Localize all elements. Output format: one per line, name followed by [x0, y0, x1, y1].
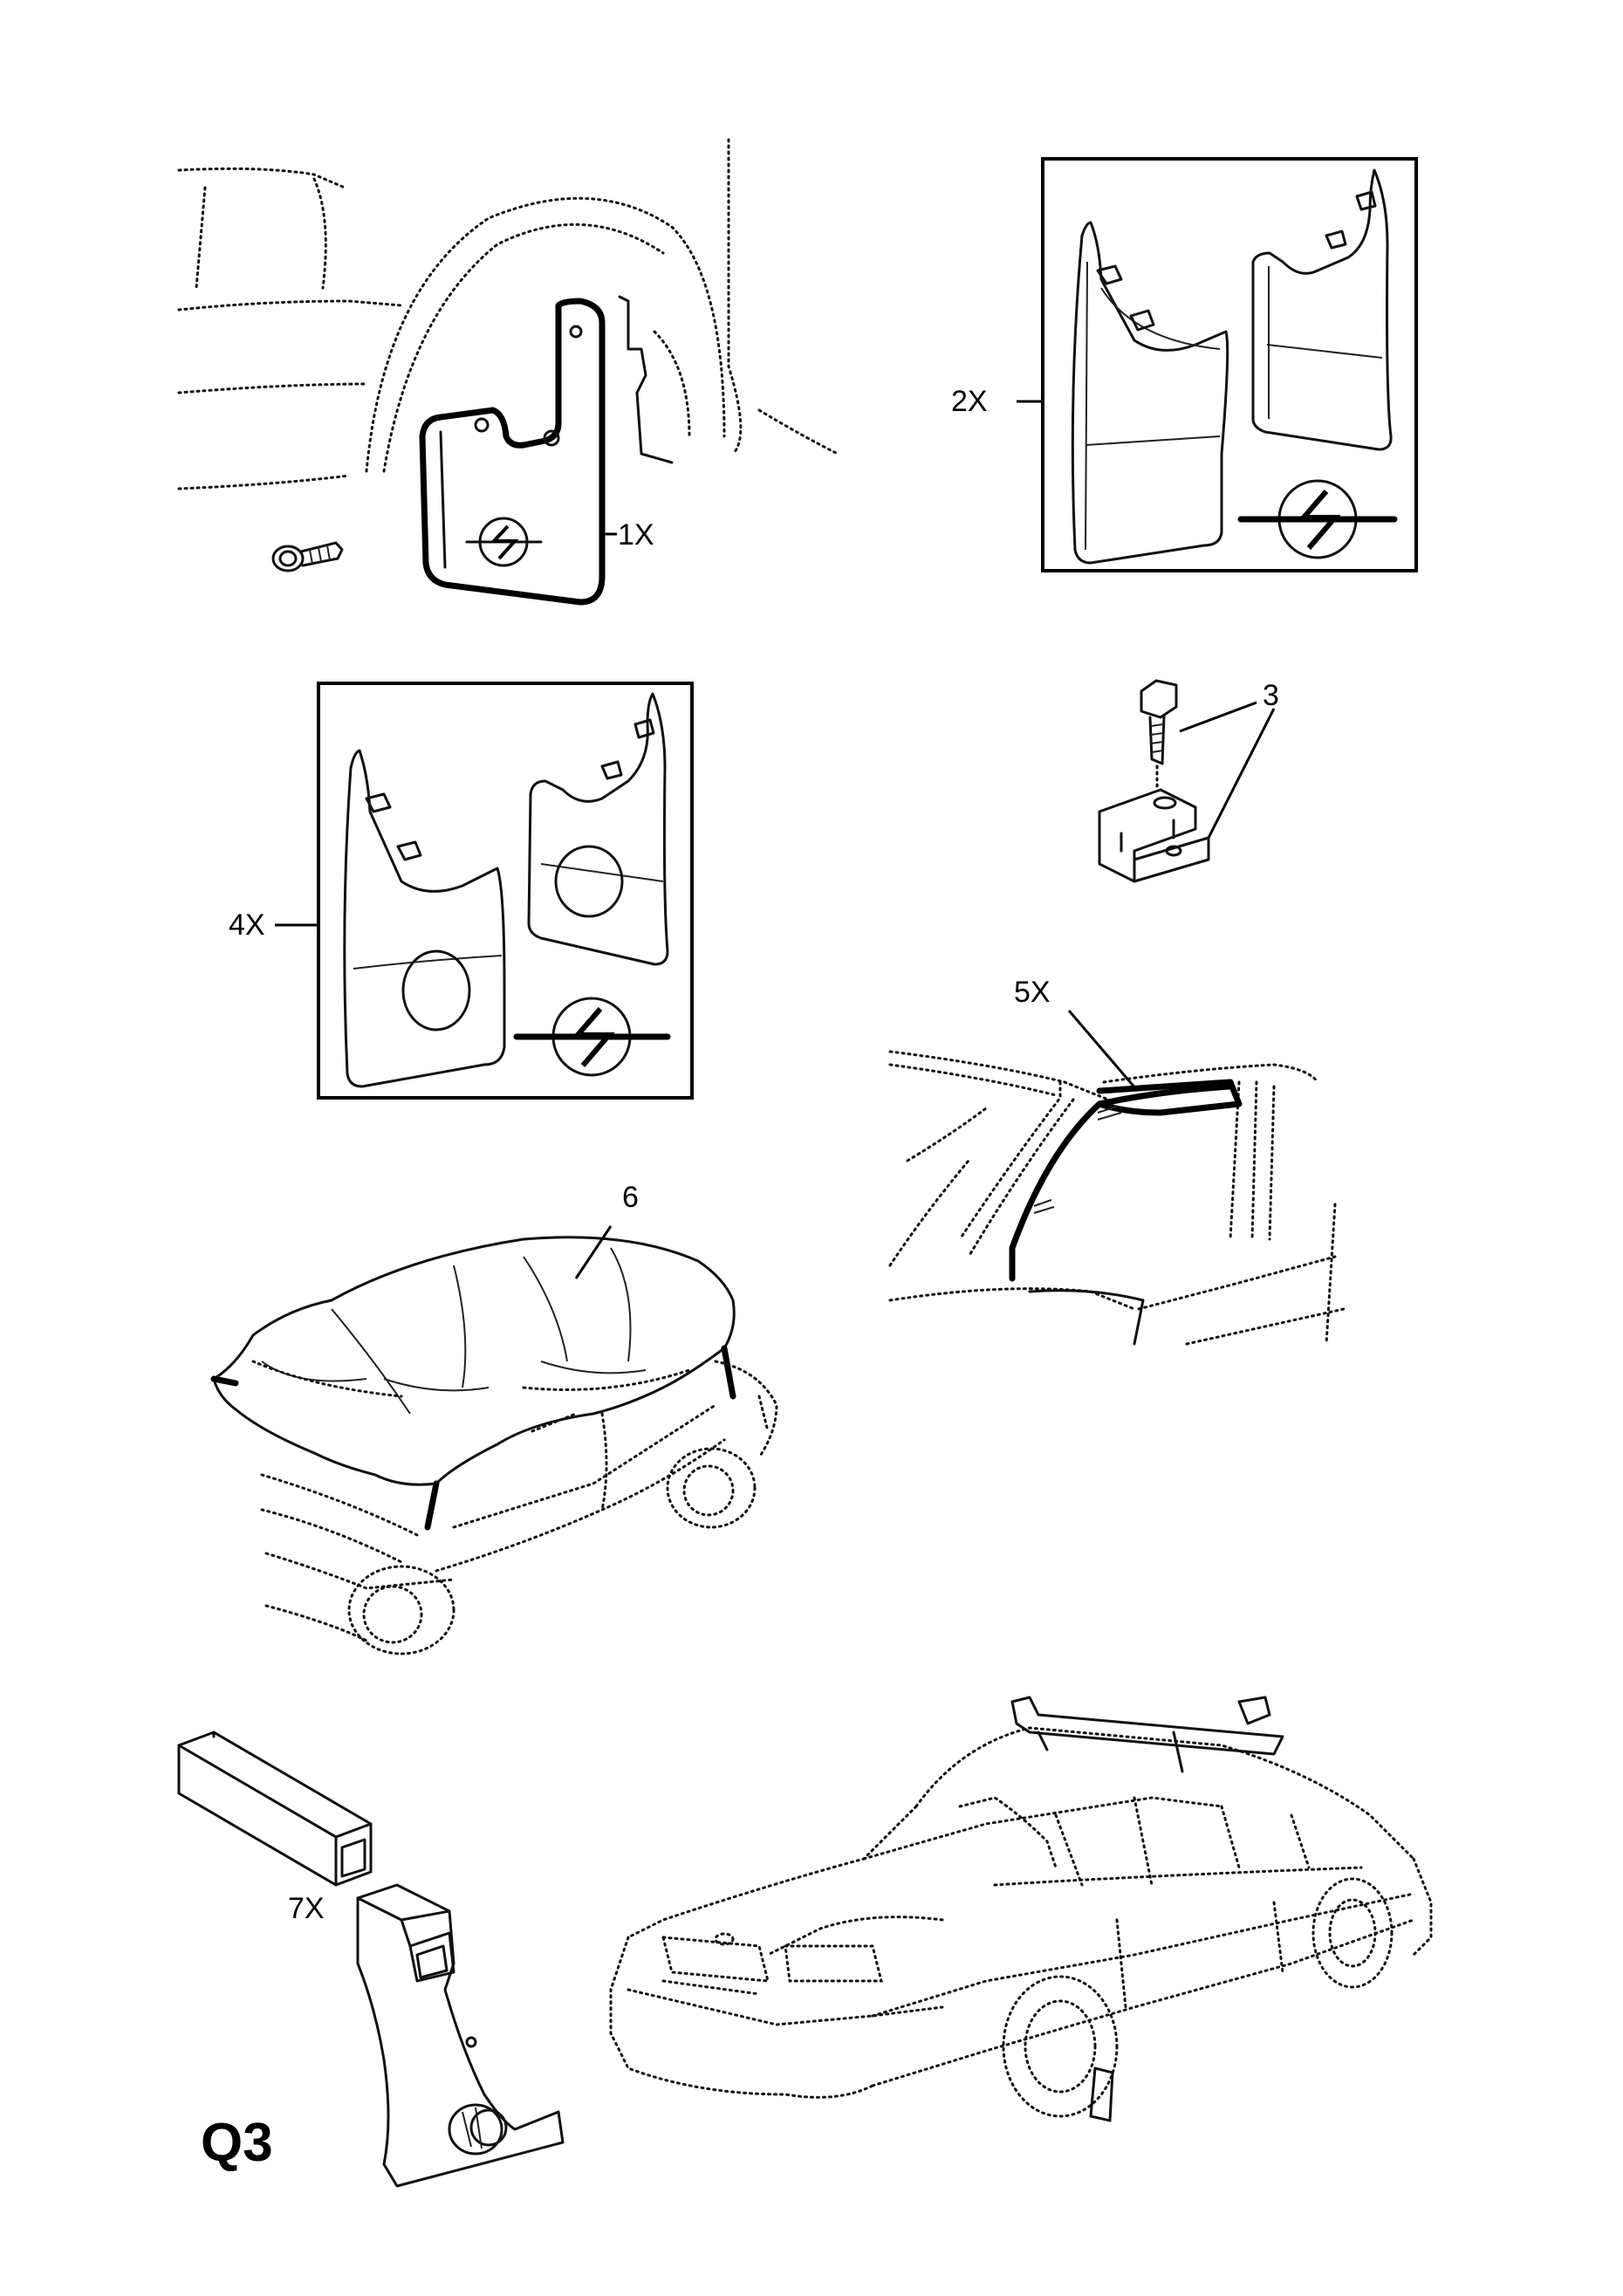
sedan-with-roof-rack	[609, 1696, 1433, 2122]
callout-3: 3	[1263, 679, 1279, 712]
callout-1x: 1X	[618, 518, 654, 552]
item-2-mudflap-set	[1017, 157, 1418, 572]
callout-4x: 4X	[229, 908, 265, 942]
item-6-car-cover	[210, 1225, 778, 1655]
callout-6: 6	[622, 1181, 639, 1214]
item-1-mudflap-fitted	[177, 138, 839, 606]
callout-2x: 2X	[951, 385, 988, 418]
screw-icon	[271, 541, 344, 572]
item-3-bracket-bolt	[1098, 679, 1276, 883]
item-4-mudflap-set	[275, 682, 694, 1100]
page-code: Q3	[201, 2113, 273, 2173]
callout-5x: 5X	[1014, 976, 1051, 1009]
item-7-roof-rack-parts	[177, 1731, 565, 2188]
callout-7x: 7X	[288, 1892, 325, 1925]
item-5-wind-deflector	[888, 1010, 1346, 1346]
knob-icon	[448, 2103, 508, 2155]
